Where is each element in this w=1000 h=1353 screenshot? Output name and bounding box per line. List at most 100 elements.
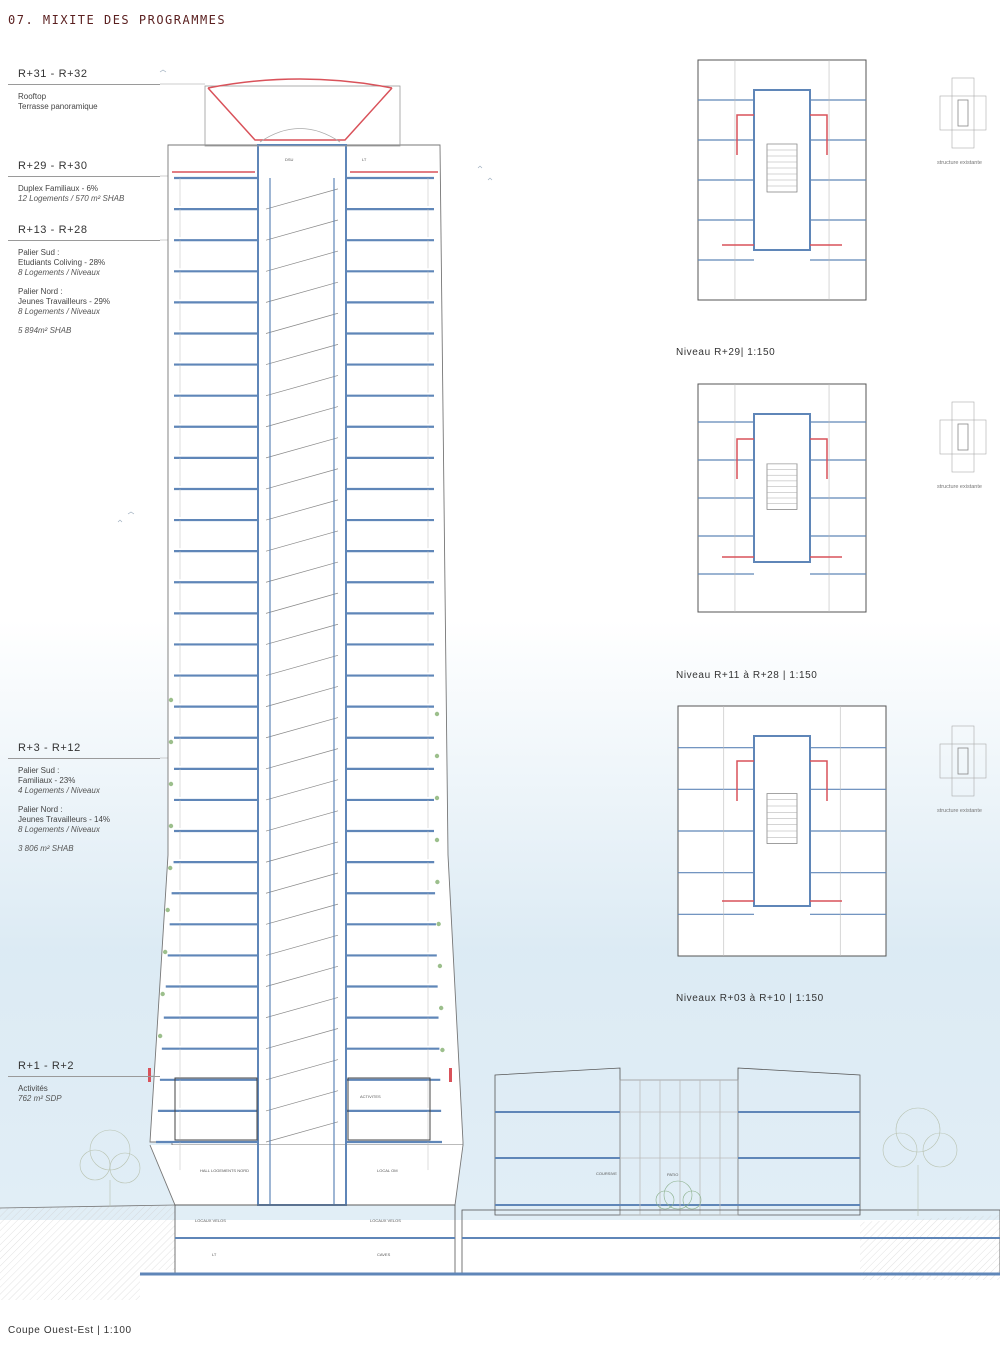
level-italic-text: 12 Logements / 570 m² SHAB: [18, 194, 125, 203]
stair-flight: [265, 250, 339, 272]
stair-flight: [265, 841, 339, 863]
level-text: Jeunes Travailleurs - 29%: [18, 297, 111, 306]
stair-flight: [265, 1059, 339, 1081]
stair-flight: [265, 561, 339, 583]
key-plan-label: structure existante: [937, 160, 982, 166]
key-plan-outline: [951, 77, 975, 149]
stair-flight: [265, 530, 339, 552]
level-italic-text: 762 m² SDP: [18, 1094, 62, 1103]
level-text: Jeunes Travailleurs - 14%: [18, 815, 111, 824]
stair-flight: [265, 934, 339, 956]
activity-room: [347, 1077, 431, 1141]
level-block-r31: R+31 - R+32 Rooftop Terrasse panoramique: [8, 68, 160, 112]
stair-flight: [265, 965, 339, 987]
stair-flight: [265, 281, 339, 303]
facade-plant: [157, 1033, 163, 1039]
activity-room: [174, 1077, 258, 1141]
level-italic-text: 8 Logements / Niveaux: [18, 825, 100, 834]
stair-flight: [265, 654, 339, 676]
level-text: Activités: [18, 1084, 48, 1093]
plan-core: [753, 735, 811, 907]
new-wall: [449, 1068, 452, 1082]
stair-flight: [265, 592, 339, 614]
level-italic-text: 4 Logements / Niveaux: [18, 786, 100, 795]
room-label-velos-2: LOCAUX VELOS: [370, 1218, 401, 1223]
plan-new-wall: [736, 114, 754, 155]
stair-flight: [265, 1121, 339, 1143]
stair-flight: [265, 810, 339, 832]
key-plan-outline: [939, 419, 987, 455]
level-italic-text: 8 Logements / Niveaux: [18, 268, 100, 277]
level-text: Palier Sud :: [18, 248, 60, 257]
section-caption: Coupe Ouest-Est | 1:100: [8, 1325, 132, 1336]
plan-new-wall: [810, 760, 828, 801]
room-label-velos-1: LOCAUX VELOS: [195, 1218, 226, 1223]
facade-plant: [440, 1047, 445, 1053]
floor-plans: [677, 59, 987, 957]
room-label-hall: DSU: [285, 157, 294, 162]
key-plan-label: structure existante: [937, 808, 982, 814]
level-heading: R+3 - R+12: [8, 742, 160, 759]
level-text: Palier Sud :: [18, 766, 60, 775]
new-wall: [148, 1068, 151, 1082]
plan-new-wall: [736, 438, 754, 479]
plan-caption-r11: Niveau R+11 à R+28 | 1:150: [676, 670, 818, 681]
level-italic-text: 5 894m² SHAB: [18, 326, 72, 335]
facade-plant: [168, 697, 174, 703]
plan-r29: [697, 59, 867, 301]
level-text: Palier Nord :: [18, 805, 63, 814]
room-label-patio: PATIO: [667, 1172, 678, 1177]
key-plan-1: [939, 77, 987, 149]
tower-section: [148, 144, 464, 1206]
level-text: Familiaux - 23%: [18, 776, 76, 785]
level-block-r29: R+29 - R+30 Duplex Familiaux - 6% 12 Log…: [8, 160, 160, 204]
key-plan-label: structure existante: [937, 484, 982, 490]
stair-flight: [265, 779, 339, 801]
rooftop-pavilion: [204, 78, 401, 147]
level-block-r13: R+13 - R+28 Palier Sud : Etudiants Coliv…: [8, 224, 160, 345]
level-block-r1: R+1 - R+2 Activités 762 m² SDP: [8, 1060, 160, 1104]
stair-flight: [265, 188, 339, 210]
page-title: 07. MIXITE DES PROGRAMMES: [8, 13, 227, 27]
stair-flight: [265, 344, 339, 365]
stair-flight: [265, 219, 339, 241]
room-label-lt-top: LT: [362, 157, 367, 162]
birds: [117, 69, 493, 523]
plan-new-wall: [810, 114, 828, 155]
stair-flight: [265, 375, 339, 397]
stair-flight: [265, 1028, 339, 1050]
stair-flight: [265, 437, 339, 459]
key-plan-outline: [951, 725, 975, 797]
stair-flight: [265, 997, 339, 1018]
plan-r3: [677, 705, 887, 957]
level-block-r3: R+3 - R+12 Palier Sud : Familiaux - 23% …: [8, 742, 160, 863]
plan-core: [753, 413, 811, 563]
key-plan-outline: [939, 95, 987, 131]
stair-flight: [265, 686, 339, 707]
plan-new-wall: [810, 438, 828, 479]
low-rise-building: [494, 1067, 861, 1216]
facade-plant: [434, 711, 440, 717]
facade-plant: [436, 921, 441, 927]
stair-flight: [265, 717, 339, 739]
stair-flight: [265, 623, 339, 645]
room-label-local-om: LOCAL OM: [377, 1168, 398, 1173]
facade-plant: [162, 949, 168, 955]
room-label-coursive: COURSIVE: [596, 1171, 617, 1176]
basement-parking: [140, 1204, 1000, 1276]
room-label-activites: ACTIVITES: [360, 1094, 381, 1099]
key-plan-3: [939, 725, 987, 797]
key-plan-outline: [951, 401, 975, 473]
level-heading: R+29 - R+30: [8, 160, 160, 177]
room-label-lt-bottom: LT: [212, 1252, 217, 1257]
facade-plant: [168, 865, 173, 871]
level-text: Palier Nord :: [18, 287, 63, 296]
facade-plant: [434, 837, 440, 843]
level-text: Duplex Familiaux - 6%: [18, 184, 99, 193]
key-plan-outline: [939, 743, 987, 779]
level-text: Rooftop: [18, 92, 47, 101]
key-plan-core: [957, 99, 969, 127]
stair-flight: [265, 748, 339, 770]
plan-caption-r3: Niveaux R+03 à R+10 | 1:150: [676, 993, 824, 1004]
